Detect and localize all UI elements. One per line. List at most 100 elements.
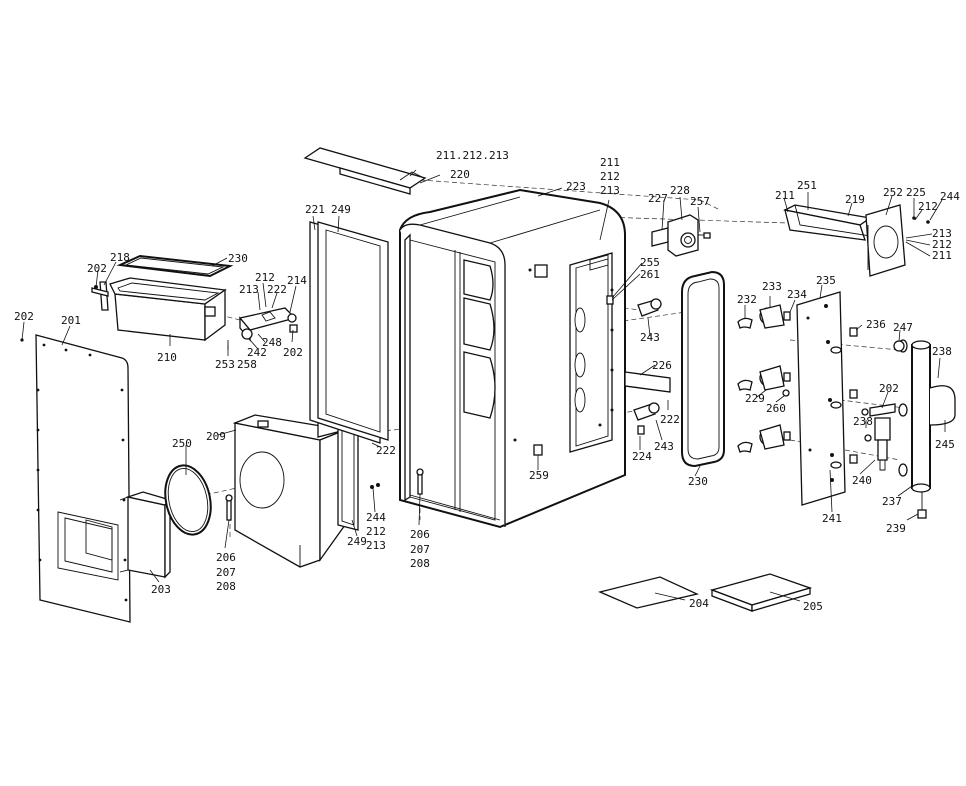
label-222: 222 — [660, 413, 680, 426]
side-panel-201 — [20, 334, 131, 623]
label-212: 212 — [366, 525, 386, 538]
label-212: 212 — [932, 238, 952, 251]
shelf-226 — [624, 371, 671, 393]
label-206: 206 — [216, 551, 236, 564]
label-237: 237 — [882, 495, 902, 508]
label-249: 249 — [347, 535, 367, 548]
label-214: 214 — [287, 274, 307, 287]
label-207: 207 — [410, 543, 430, 556]
label-208: 208 — [216, 580, 236, 593]
label-202: 202 — [87, 262, 107, 275]
leader-lines — [21, 169, 946, 602]
plate-204 — [597, 576, 699, 609]
label-211: 211 — [932, 249, 952, 262]
label-212: 212 — [600, 170, 620, 183]
label-213: 213 — [932, 227, 952, 240]
label-238: 238 — [932, 345, 952, 358]
label-213: 213 — [239, 283, 259, 296]
label-224: 224 — [632, 450, 652, 463]
label-213: 213 — [366, 539, 386, 552]
ring-250 — [164, 464, 212, 536]
label-247: 247 — [893, 321, 913, 334]
label-211-212-213: 211.212.213 — [436, 149, 509, 162]
plate-205 — [709, 573, 813, 612]
label-229: 229 — [745, 392, 765, 405]
label-203: 203 — [151, 583, 171, 596]
label-243: 243 — [654, 440, 674, 453]
label-244: 244 — [940, 190, 960, 203]
label-221: 221 — [305, 203, 325, 216]
label-207: 207 — [216, 566, 236, 579]
pipe-245 — [898, 339, 956, 519]
main-cabinet-223 — [399, 188, 626, 529]
label-230: 230 — [228, 252, 248, 265]
label-219: 219 — [845, 193, 865, 206]
washer-260 — [782, 389, 790, 397]
label-212: 212 — [255, 271, 275, 284]
label-241: 241 — [822, 512, 842, 525]
label-230: 230 — [688, 475, 708, 488]
label-234: 234 — [787, 288, 807, 301]
label-211: 211 — [600, 156, 620, 169]
label-250: 250 — [172, 437, 192, 450]
label-211: 211 — [775, 189, 795, 202]
label-208: 208 — [410, 557, 430, 570]
label-253: 253 — [215, 358, 235, 371]
label-259: 259 — [529, 469, 549, 482]
label-205: 205 — [803, 600, 823, 613]
label-202: 202 — [879, 382, 899, 395]
label-258: 258 — [237, 358, 257, 371]
label-201: 201 — [61, 314, 81, 327]
label-222: 222 — [267, 283, 287, 296]
label-245: 245 — [935, 438, 955, 451]
hinge-bracket-214 — [227, 307, 298, 350]
gasket-230-top — [116, 254, 234, 278]
label-222: 222 — [376, 444, 396, 457]
valve-panel-235 — [796, 291, 858, 506]
part-labels: 202 201 202 218 230 210 212 214 213 222 … — [14, 149, 960, 613]
label-249: 249 — [331, 203, 351, 216]
label-202: 202 — [14, 310, 34, 323]
label-248: 248 — [262, 336, 282, 349]
label-227: 227 — [648, 192, 668, 205]
label-218: 218 — [110, 251, 130, 264]
screw-257 — [703, 232, 711, 239]
label-233: 233 — [762, 280, 782, 293]
valve-233-top — [759, 304, 791, 329]
duct-block-203 — [119, 491, 172, 579]
elbow-lower — [737, 441, 753, 453]
label-206: 206 — [410, 528, 430, 541]
bolt-206-left — [225, 494, 233, 521]
label-225: 225 — [906, 186, 926, 199]
screw-212 — [376, 483, 380, 487]
door-gasket-230 — [681, 270, 725, 468]
label-210: 210 — [157, 351, 177, 364]
label-238: 238 — [853, 415, 873, 428]
label-204: 204 — [689, 597, 709, 610]
label-255: 255 — [640, 256, 660, 269]
bolt-206-center — [416, 468, 424, 495]
label-223: 223 — [566, 180, 586, 193]
label-243: 243 — [640, 331, 660, 344]
label-226: 226 — [652, 359, 672, 372]
label-260: 260 — [766, 402, 786, 415]
label-202: 202 — [283, 346, 303, 359]
regulator-240 — [861, 403, 896, 471]
valve-228 — [651, 214, 705, 257]
fitting-224 — [637, 425, 645, 435]
label-239: 239 — [886, 522, 906, 535]
label-242: 242 — [247, 346, 267, 359]
bracket-218 — [91, 281, 109, 311]
label-261: 261 — [640, 268, 660, 281]
valve-233-low — [759, 424, 791, 450]
fitting-255 — [606, 295, 614, 305]
flange-plate-252 — [865, 204, 930, 277]
top-lid-220 — [303, 147, 427, 195]
label-236: 236 — [866, 318, 886, 331]
label-213: 213 — [600, 184, 620, 197]
label-252: 252 — [883, 186, 903, 199]
tray-210 — [109, 277, 227, 342]
label-220: 220 — [450, 168, 470, 181]
elbow-229 — [737, 379, 753, 391]
